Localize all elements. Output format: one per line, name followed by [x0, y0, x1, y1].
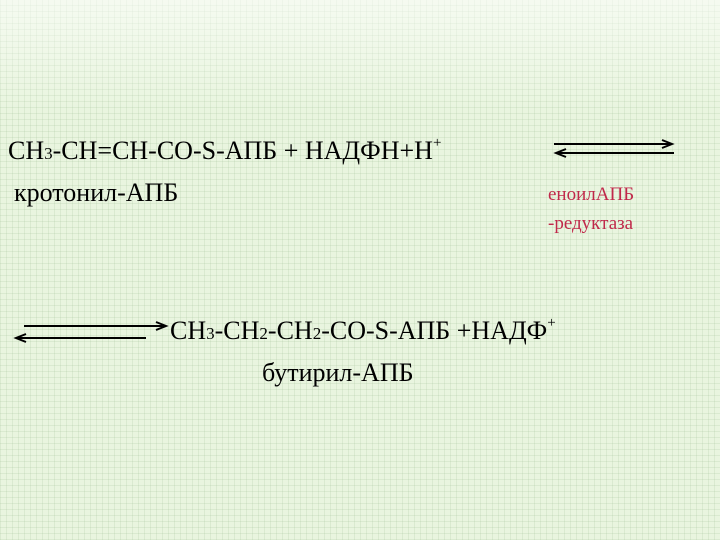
- reaction-1-rest: -CH=CH-CO-S-АПБ + НАДФН+Н: [52, 136, 433, 165]
- reaction-2-equation: CH3-CH2-CH2-CO-S-АПБ +НАДФ+: [170, 315, 556, 345]
- subscript-3: 3: [206, 324, 215, 343]
- enzyme-name-line-1: еноилАПБ: [548, 184, 635, 205]
- subscript-2: 2: [259, 324, 268, 343]
- enzyme-name-line-2: -редуктаза: [548, 213, 634, 234]
- reaction-1-substrate-name: кротонил-АПБ: [14, 178, 179, 207]
- ch-text: CH: [170, 316, 207, 345]
- subscript-3: 3: [44, 144, 53, 163]
- ch2-text: -CH: [267, 316, 313, 345]
- reversible-arrows-icon: [13, 321, 169, 343]
- superscript-plus: +: [547, 315, 556, 331]
- ch2-text: -CH: [214, 316, 260, 345]
- subscript-2: 2: [312, 324, 322, 343]
- reversible-arrows-icon: [553, 139, 675, 158]
- ch-text: CH: [8, 136, 45, 165]
- reaction-1-equation: CH3-CH=CH-CO-S-АПБ + НАДФН+Н+: [8, 135, 442, 165]
- reaction-2-product-name: бутирил-АПБ: [262, 358, 414, 387]
- superscript-plus: +: [432, 135, 442, 151]
- reaction-2-rest: -CO-S-АПБ +НАДФ: [321, 316, 548, 345]
